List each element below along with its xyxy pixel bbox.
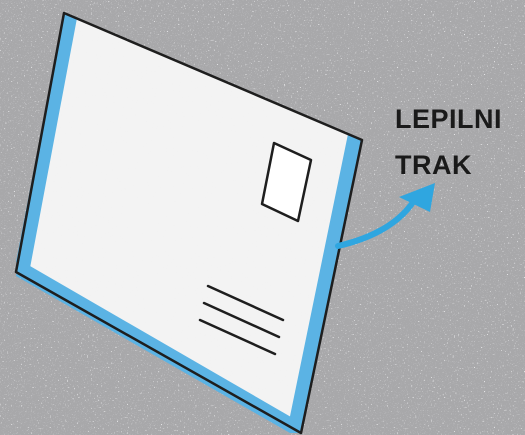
tape-label-line-2: TRAK bbox=[395, 142, 523, 188]
tape-label-line-1: LEPILNI bbox=[395, 96, 523, 142]
tape-label: LEPILNI TRAK bbox=[395, 96, 523, 188]
